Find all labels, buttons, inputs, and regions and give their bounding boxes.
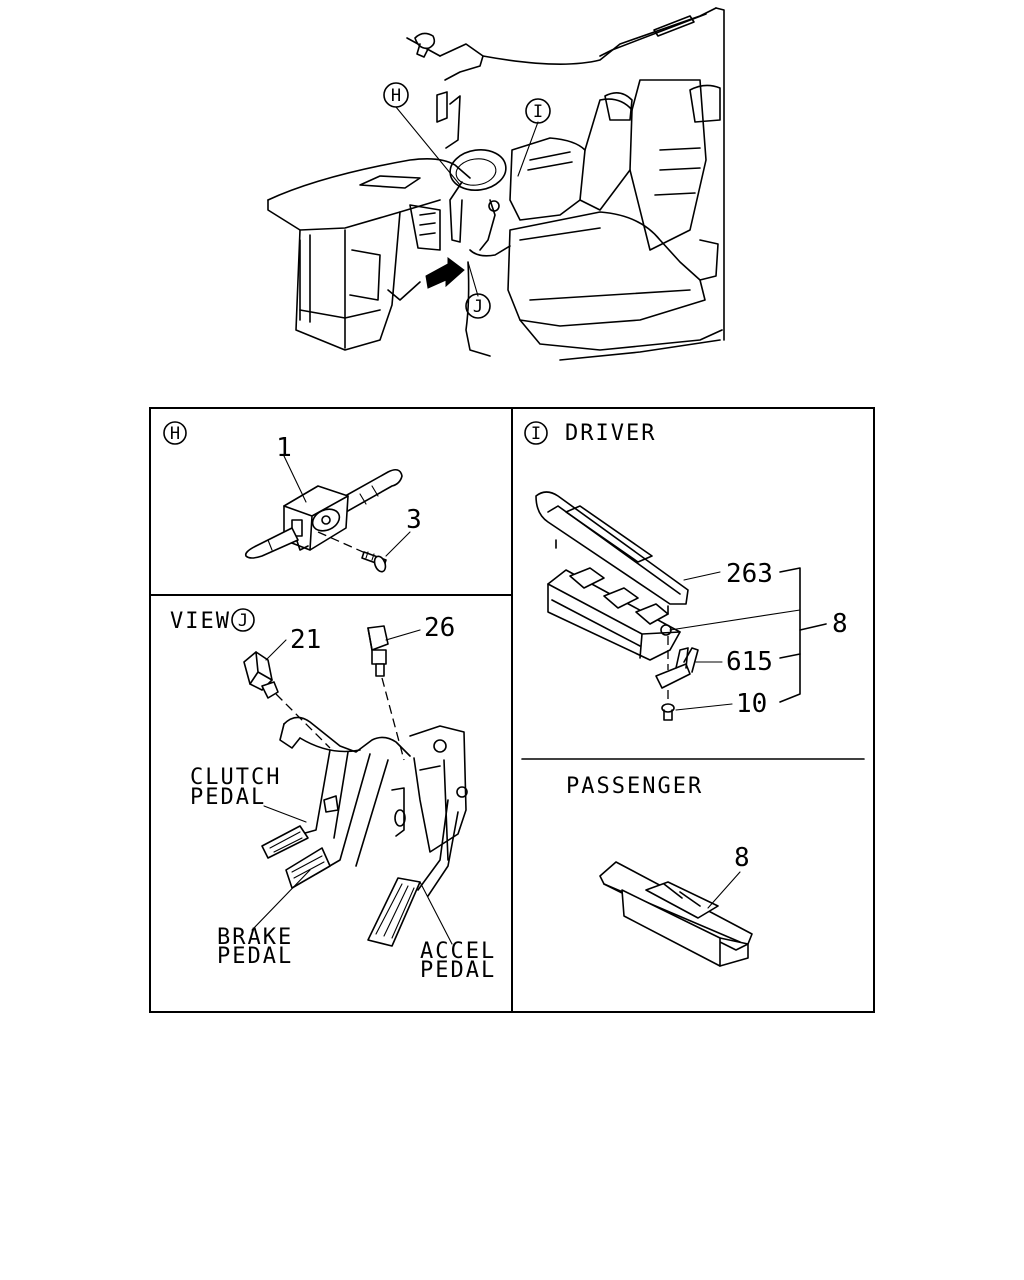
part-3-label: 3 bbox=[406, 505, 422, 535]
part-615-label: 615 bbox=[726, 647, 773, 677]
driver-switch-body-drawing bbox=[547, 567, 681, 661]
brake-pedal-label-line2: PEDAL bbox=[217, 944, 293, 969]
panel-h-marker bbox=[163, 421, 187, 445]
panel-j-title: VIEW bbox=[170, 609, 231, 634]
part-10-label: 10 bbox=[736, 689, 767, 719]
driver-bracket-drawing bbox=[655, 636, 699, 721]
panel-i-title: DRIVER bbox=[565, 421, 656, 446]
panel-i: I DRIVER bbox=[524, 421, 848, 967]
part-8-label: 8 bbox=[832, 609, 848, 639]
part-263-label: 263 bbox=[726, 559, 773, 589]
callout-j-label: J bbox=[473, 297, 483, 317]
panel-j-marker-label: J bbox=[238, 611, 248, 631]
clutch-pedal-label-line2: PEDAL bbox=[190, 785, 266, 810]
accel-pedal-label-line2: PEDAL bbox=[420, 958, 496, 983]
clutch-pedal-label-line1: CLUTCH bbox=[190, 765, 281, 790]
panel-i-marker bbox=[524, 421, 548, 445]
part-21-label: 21 bbox=[290, 625, 321, 655]
panel-j: VIEW J bbox=[170, 608, 496, 983]
callout-j bbox=[465, 293, 491, 319]
switch-26-drawing bbox=[367, 625, 405, 761]
part-26-label: 26 bbox=[424, 613, 455, 643]
combination-switch-drawing bbox=[244, 468, 403, 573]
panel-j-marker bbox=[231, 608, 255, 632]
callout-h bbox=[383, 82, 409, 108]
passenger-title: PASSENGER bbox=[566, 774, 703, 799]
pedal-assembly-drawing bbox=[261, 716, 468, 947]
panel-h-marker-label: H bbox=[170, 424, 180, 444]
callout-i-label: I bbox=[533, 102, 543, 122]
brake-pedal-label-line1: BRAKE bbox=[217, 925, 293, 950]
cab-interior-illustration: H I J bbox=[267, 7, 725, 361]
accel-pedal-label-line1: ACCEL bbox=[420, 939, 496, 964]
callout-h-label: H bbox=[391, 86, 401, 106]
panel-h: H 1 3 bbox=[163, 421, 422, 573]
passenger-switch-drawing bbox=[599, 861, 753, 967]
callout-i bbox=[525, 98, 551, 124]
panel-i-marker-label: I bbox=[531, 424, 541, 444]
passenger-part-label: 8 bbox=[734, 843, 750, 873]
detail-frame bbox=[149, 407, 875, 1013]
switch-21-drawing bbox=[243, 651, 331, 749]
driver-bezel-drawing bbox=[535, 491, 689, 615]
part-1-label: 1 bbox=[276, 433, 292, 463]
